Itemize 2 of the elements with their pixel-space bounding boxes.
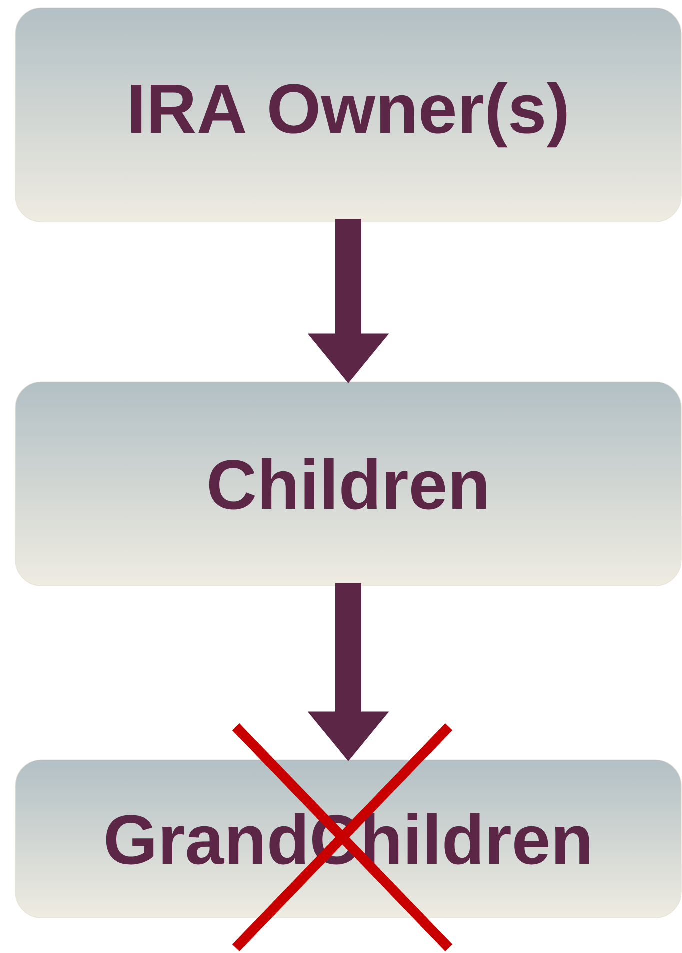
flow-box: IRA Owner(s) [15,8,682,222]
flow-box: Children [15,382,682,586]
